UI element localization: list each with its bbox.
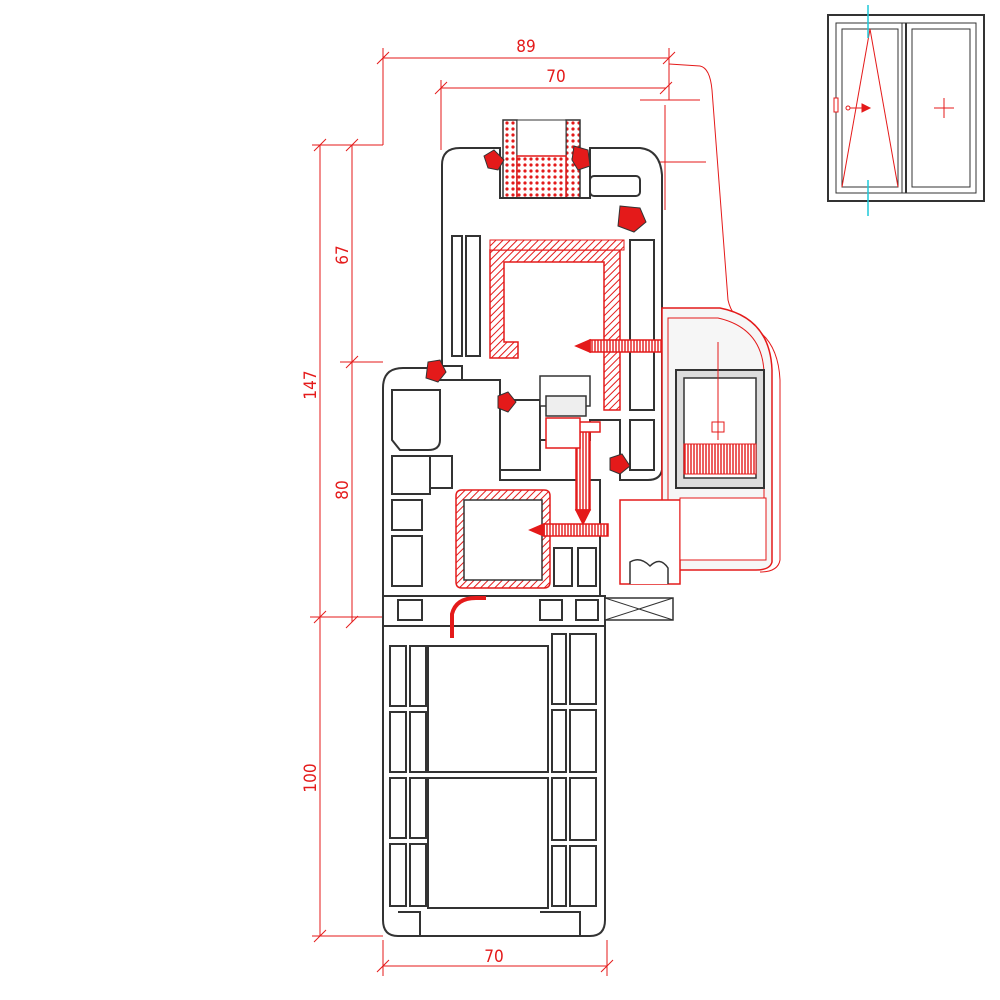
screw-upper [574, 338, 671, 354]
dim-bottom-width: 70 [484, 947, 503, 967]
frame-reinforcement [455, 489, 551, 589]
dim-height-lower: 100 [301, 763, 321, 792]
dim-height-total: 147 [301, 370, 321, 399]
screws [528, 338, 671, 538]
hardware-keep [539, 375, 591, 449]
dim-top-frame: 70 [546, 67, 565, 87]
cover-unit [604, 307, 773, 621]
cross-marker-icon [934, 98, 954, 118]
handle-icon [833, 97, 839, 113]
pivot-point [845, 105, 851, 111]
dim-top-total: 89 [516, 37, 535, 57]
sash-reinforcement [489, 239, 625, 411]
sill-red-insert [450, 596, 486, 638]
dimension-labels: 89 70 70 147 67 80 100 [301, 37, 566, 967]
gaskets [425, 145, 647, 475]
dim-height-middle: 80 [333, 480, 353, 499]
window-thumbnail-icon [827, 5, 985, 216]
sill-profile [382, 595, 606, 937]
screw-vertical [565, 421, 601, 526]
dim-height-upper: 67 [333, 245, 353, 264]
screw-lower [528, 522, 609, 538]
